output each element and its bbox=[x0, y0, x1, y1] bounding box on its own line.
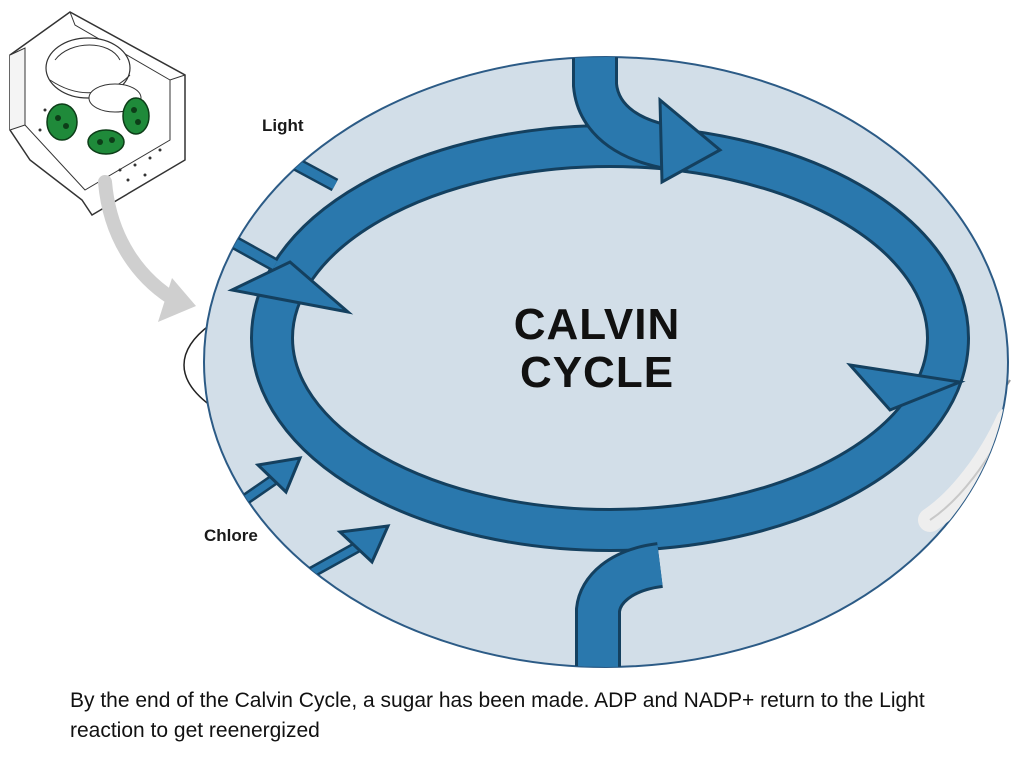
calvin-cycle-title-line1: CALVIN bbox=[513, 300, 681, 349]
chloroplast-label: Chlore bbox=[204, 526, 258, 545]
slide-caption: By the end of the Calvin Cycle, a sugar … bbox=[70, 689, 925, 742]
zoom-pointer-arrow bbox=[98, 175, 196, 322]
light-reaction-label: Light bbox=[262, 116, 304, 135]
plant-cell-icon bbox=[9, 11, 186, 217]
calvin-cycle-zoom bbox=[203, 56, 1009, 668]
calvin-cycle-title-line2: CYCLE bbox=[519, 348, 675, 397]
